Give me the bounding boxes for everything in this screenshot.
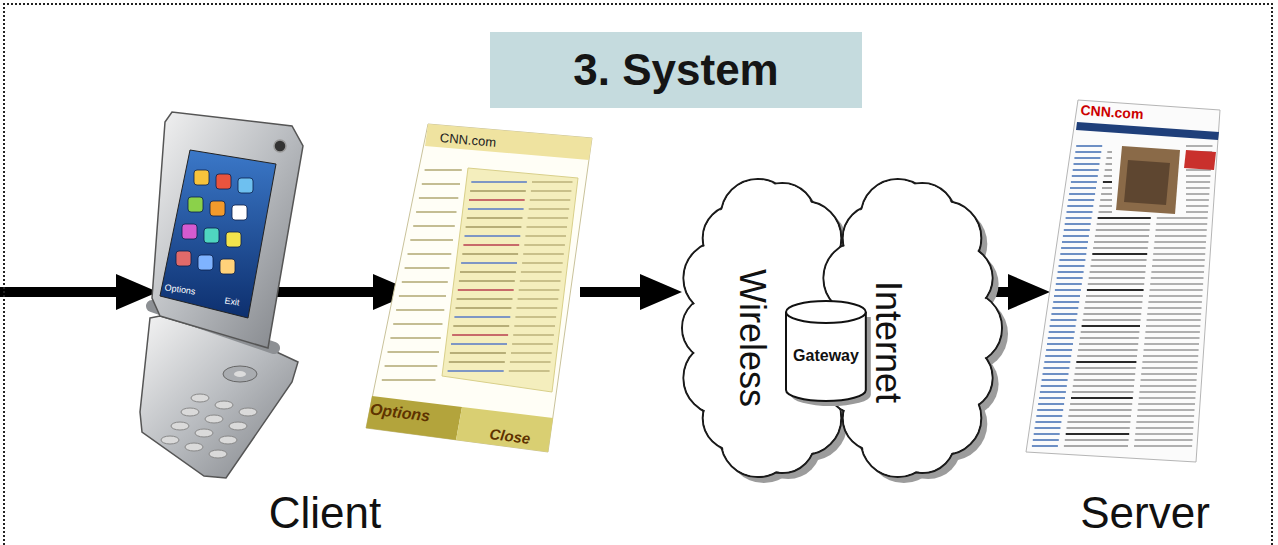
- mobile-browser-page: CNN.comOptionsClose: [415, 125, 580, 450]
- title-text: 3. System: [573, 45, 778, 95]
- phone-client: OptionsExitClient: [150, 110, 265, 470]
- network-label: Wireless: [734, 269, 770, 407]
- site-logo: CNN.com: [1080, 103, 1144, 121]
- gateway-cylinder: Gateway: [782, 298, 870, 402]
- client-label: Client: [269, 491, 382, 535]
- network-label: Internet: [870, 281, 906, 403]
- web-server-page: CNN.comServer: [1050, 100, 1215, 460]
- mobile-browser-page-outline: [415, 125, 580, 450]
- gateway-label: Gateway: [793, 348, 859, 364]
- title-box: 3. System: [490, 32, 862, 108]
- server-label: Server: [1080, 491, 1210, 535]
- arrow-shape: [0, 274, 158, 310]
- softkey-label: Exit: [224, 296, 240, 307]
- web-server-page-outline: [1050, 100, 1215, 460]
- flow-arrow: [580, 274, 682, 310]
